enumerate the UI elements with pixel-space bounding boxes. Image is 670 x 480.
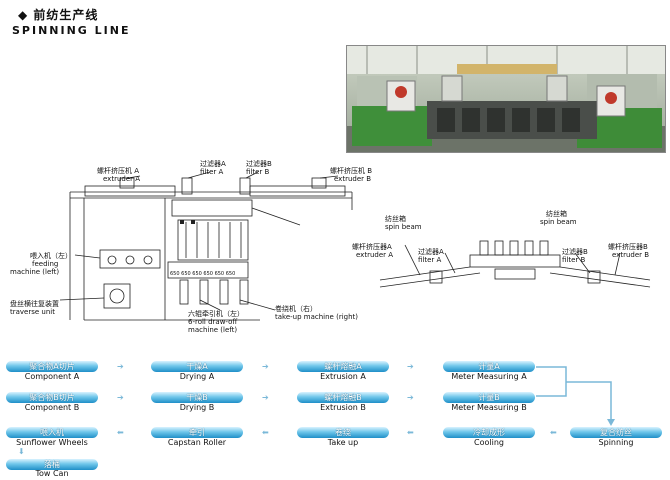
flow-drying-b-en: Drying B [179, 403, 215, 412]
roll-value: 650 [225, 271, 236, 277]
label-take-up-machine: 卷绕机（右） take-up machine (right) [275, 305, 358, 321]
side-label-spin-beam: 纺丝箱 spin beam [540, 210, 577, 226]
arrow-right-icon: ➔ [117, 393, 124, 402]
roll-value: 650 [181, 271, 191, 277]
arrow-left-icon: ⬅ [550, 428, 557, 437]
label-filter-b: 过滤器B filter B [246, 160, 272, 176]
flow-meter-b-en: Meter Measuring B [451, 403, 527, 412]
flow-meter-a: 计量A [443, 361, 535, 372]
arrow-right-icon: ➔ [117, 362, 124, 371]
flow-spinning: 复合纺丝 [570, 427, 662, 438]
flow-sunflower-wheels: 喂入机 [6, 427, 98, 438]
factory-photo [346, 45, 666, 153]
flow-tow-can: 落桶 [6, 459, 98, 470]
side-label-extruder-a: 螺杆挤压器A extruder A [352, 243, 394, 259]
flow-sunflower-wheels-en: Sunflower Wheels [16, 438, 88, 447]
flow-take-up: 卷绕 [297, 427, 389, 438]
side-view-drawing [379, 240, 651, 288]
arrow-right-icon: ➔ [262, 393, 269, 402]
flow-component-b: 聚合物B切片 [6, 392, 98, 403]
flow-component-a-en: Component A [24, 372, 80, 381]
roll-value: 650 [192, 271, 202, 277]
flow-meter-b: 计量B [443, 392, 535, 403]
label-feeding-machine: 喂入机（左） feeding machine (left) [10, 252, 72, 276]
flow-meter-a-en: Meter Measuring A [451, 372, 527, 381]
arrow-left-icon: ⬅ [117, 428, 124, 437]
flow-drying-a: 干燥A [151, 361, 243, 372]
arrow-right-icon: ➔ [407, 393, 414, 402]
label-filter-a: 过滤器A filter A [200, 160, 226, 176]
label-traverse-unit: 盘丝横往复装置 traverse unit [10, 300, 59, 316]
label-spin-beam: 纺丝箱 spin beam [385, 215, 422, 231]
roll-values: 650 650 650 650 650 650 [170, 270, 235, 278]
flow-component-a: 聚合物A切片 [6, 361, 98, 372]
flow-extrusion-a: 螺杆熔融A [297, 361, 389, 372]
arrow-right-icon: ➔ [262, 362, 269, 371]
label-extruder-a: 螺杆挤压机 A extruder A [97, 167, 141, 183]
arrow-left-icon: ⬅ [407, 428, 414, 437]
flow-capstan-roller-en: Capstan Roller [167, 438, 227, 447]
flow-capstan-roller: 牵引 [151, 427, 243, 438]
flow-extrusion-b: 螺杆熔融B [297, 392, 389, 403]
flow-tow-can-en: Tow Can [35, 469, 69, 478]
side-label-filter-b: 过滤器B filter B [562, 248, 588, 264]
flow-cooling: 冷却成形 [443, 427, 535, 438]
flow-component-b-en: Component B [24, 403, 80, 412]
flow-extrusion-a-en: Extrusion A [320, 372, 366, 381]
flow-spinning-en: Spinning [598, 438, 634, 447]
arrow-down-icon: ⬇ [18, 447, 25, 456]
spinning-line-drawing [59, 171, 353, 321]
flow-cooling-en: Cooling [474, 438, 504, 447]
merge-connector [536, 366, 615, 426]
side-label-extruder-b: 螺杆挤压器B extruder B [608, 243, 650, 259]
label-extruder-b: 螺杆挤压机 B extruder B [330, 167, 373, 183]
factory-photo-illustration [347, 46, 665, 152]
arrow-right-icon: ➔ [407, 362, 414, 371]
diamond-bullet-icon: ◆ [18, 8, 29, 22]
roll-value: 650 [170, 271, 180, 277]
side-label-filter-a: 过滤器A filter A [418, 248, 444, 264]
flow-extrusion-b-en: Extrusion B [320, 403, 366, 412]
flow-drying-a-en: Drying A [179, 372, 215, 381]
page-title-en: SPINNING LINE [12, 24, 131, 37]
flow-drying-b: 干燥B [151, 392, 243, 403]
arrow-left-icon: ⬅ [262, 428, 269, 437]
label-draw-off: 六辊牵引机（左） 6-roll draw-off machine (left) [188, 310, 244, 334]
flow-take-up-en: Take up [327, 438, 359, 447]
page-title-zh: ◆ 前纺生产线 [18, 8, 99, 22]
roll-value: 650 [214, 271, 225, 277]
roll-value: 650 [203, 271, 213, 277]
